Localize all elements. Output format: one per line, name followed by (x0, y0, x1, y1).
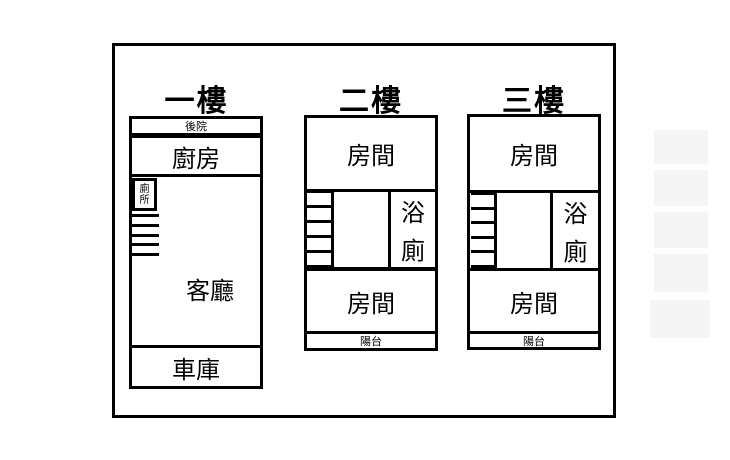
stair-step (471, 221, 495, 225)
floor-1-title: 一樓 (164, 84, 229, 119)
stair-step (132, 243, 159, 247)
floor-3-hall (494, 190, 553, 271)
toilet: 廁 所 (132, 178, 157, 211)
watermark-panel (654, 212, 708, 248)
floor-2-hall (331, 189, 391, 270)
bath-label: 浴 (401, 199, 425, 228)
backyard-label: 後院 (185, 119, 207, 133)
stair-step (132, 233, 159, 237)
stair-step (307, 220, 333, 223)
watermark-panel (654, 170, 708, 206)
watermark-panel (654, 254, 708, 292)
floor-2-title: 二樓 (339, 84, 403, 119)
balcony: 陽台 (523, 335, 545, 348)
stair-step (471, 192, 495, 195)
bath-label: 浴 (563, 200, 588, 229)
balcony: 陽台 (360, 335, 382, 348)
stair-step (307, 190, 333, 193)
toilet-label: 廁 (401, 236, 425, 265)
living-room: 客廳 (186, 276, 234, 305)
watermark-panel (654, 130, 708, 164)
room-bottom: 房間 (304, 268, 438, 334)
stair-step (471, 235, 495, 239)
bathroom: 浴 廁 (388, 189, 438, 270)
stair-step (307, 250, 333, 253)
kitchen: 廚房 (129, 135, 263, 177)
room-top: 房間 (304, 115, 438, 192)
toilet-label: 廁 (563, 237, 588, 266)
stair-step (307, 265, 333, 268)
watermark-panel (650, 300, 710, 338)
stair-step (471, 206, 495, 210)
floor-3-title: 三樓 (502, 84, 566, 119)
stair-step (307, 235, 333, 238)
stair-step (132, 214, 159, 217)
room-bottom: 房間 (467, 268, 601, 334)
floor-1-stairs (132, 214, 159, 256)
floor-3-stairs (471, 192, 495, 268)
stair-step (132, 253, 159, 256)
bathroom: 浴 廁 (550, 190, 601, 271)
divider (129, 133, 263, 136)
stair-step (307, 205, 333, 208)
room-top: 房間 (467, 114, 601, 193)
stair-step (471, 250, 495, 254)
garage: 車庫 (129, 345, 263, 389)
stair-step (132, 223, 159, 227)
plan-frame (112, 43, 616, 418)
stair-step (471, 264, 495, 268)
floor-2-stairs (307, 190, 333, 268)
